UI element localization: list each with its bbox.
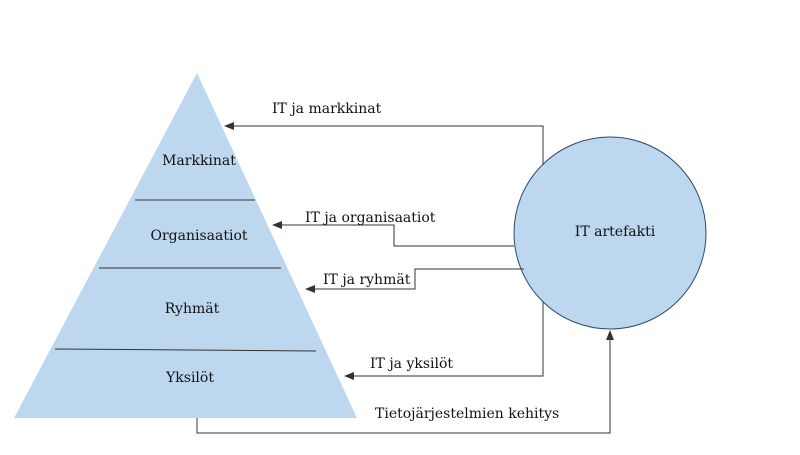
level-groups: Ryhmät — [165, 301, 220, 317]
level-organizations: Organisaatiot — [150, 228, 247, 244]
connector-organizations — [272, 221, 514, 247]
it-artifact-circle — [513, 136, 707, 330]
connector-markets — [224, 122, 544, 165]
pyramid — [14, 73, 357, 418]
connector-individuals — [344, 302, 544, 380]
it-artifact-label: IT artefakti — [575, 224, 656, 240]
label-systems-development: Tietojärjestelmien kehitys — [375, 406, 559, 422]
connector-development — [196, 330, 614, 434]
label-it-markets: IT ja markkinat — [272, 101, 382, 117]
pyramid-divider-3 — [54, 348, 317, 352]
level-markets: Markkinat — [162, 153, 236, 169]
level-individuals: Yksilöt — [165, 370, 214, 386]
label-it-groups: IT ja ryhmät — [323, 272, 411, 288]
label-it-organizations: IT ja organisaatiot — [305, 210, 436, 226]
label-it-individuals: IT ja yksilöt — [370, 356, 453, 372]
connector-groups — [305, 268, 524, 293]
